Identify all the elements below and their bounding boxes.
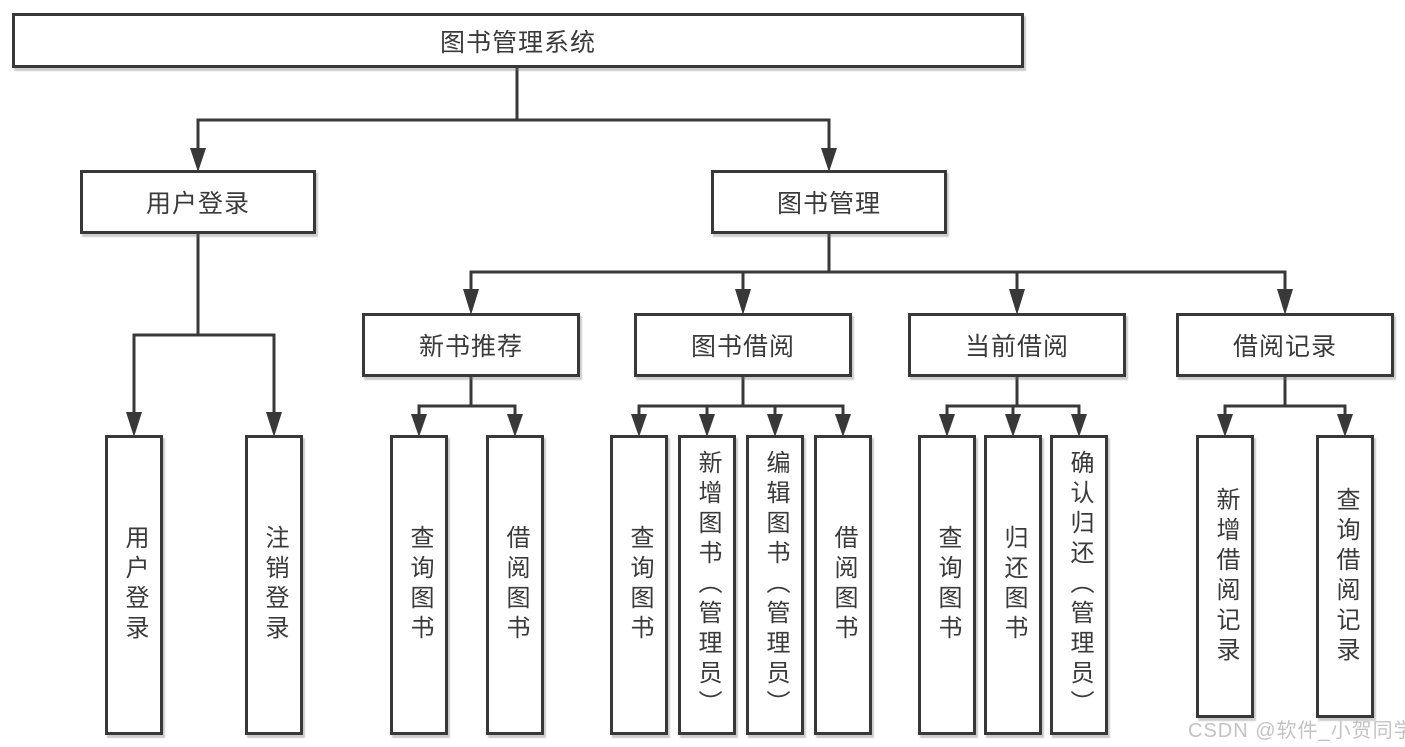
leaf-borrow-books-recommend: 借阅图书: [486, 435, 544, 735]
leaf-edit-books-admin: 编辑图书（管理员）: [746, 435, 804, 735]
leaf-return-books: 归还图书: [984, 435, 1042, 735]
leaf-confirm-return-admin: 确认归还（管理员）: [1050, 435, 1108, 735]
leaf-user-login: 用户登录: [105, 435, 163, 735]
node-book-management: 图书管理: [711, 170, 947, 234]
leaf-query-books-current: 查询图书: [918, 435, 976, 735]
leaf-add-books-admin: 新增图书（管理员）: [678, 435, 736, 735]
leaf-borrow-books: 借阅图书: [814, 435, 872, 735]
node-current-borrow: 当前借阅: [908, 313, 1126, 377]
node-book-borrow: 图书借阅: [634, 313, 852, 377]
leaf-add-borrow-record: 新增借阅记录: [1196, 435, 1254, 718]
node-library-management-system: 图书管理系统: [12, 13, 1024, 68]
leaf-query-books-borrow: 查询图书: [610, 435, 668, 735]
leaf-query-books-recommend: 查询图书: [390, 435, 448, 735]
leaf-query-borrow-record: 查询借阅记录: [1316, 435, 1374, 718]
node-borrow-records: 借阅记录: [1176, 313, 1394, 377]
node-user-login: 用户登录: [80, 170, 316, 234]
node-new-book-recommend: 新书推荐: [362, 313, 580, 377]
leaf-logout: 注销登录: [245, 435, 303, 735]
csdn-watermark: CSDN @软件_小贺同学: [1188, 720, 1405, 742]
